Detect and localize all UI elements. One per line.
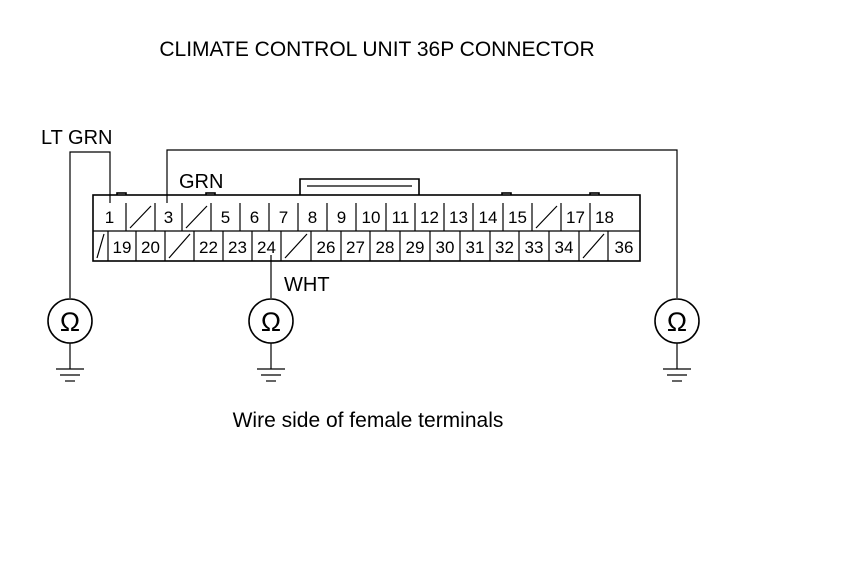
wire-lt-grn: [69, 151, 111, 298]
pin-label: 27: [346, 238, 365, 257]
pin-label: 32: [495, 238, 514, 257]
diagram-caption: Wire side of female terminals: [233, 409, 504, 432]
pin-label: 15: [508, 208, 527, 227]
pin-label: 28: [376, 238, 395, 257]
wire-grn: [166, 149, 678, 298]
pin-label: 5: [221, 208, 230, 227]
ohmmeter: Ω: [47, 298, 93, 382]
pin-label: 33: [525, 238, 544, 257]
pin-label: 7: [279, 208, 288, 227]
pin-label: 34: [555, 238, 574, 257]
pin-label: 19: [113, 238, 132, 257]
pin-label: 8: [308, 208, 317, 227]
pin-label: 23: [228, 238, 247, 257]
pin-label: 18: [595, 208, 614, 227]
empty-cavity-slash: [535, 205, 558, 229]
pin-label: 30: [436, 238, 455, 257]
pin-label: 26: [317, 238, 336, 257]
diagram-title: CLIMATE CONTROL UNIT 36P CONNECTOR: [159, 38, 594, 61]
pin-label: 6: [250, 208, 259, 227]
pin-label: 31: [466, 238, 485, 257]
pin-label: 29: [406, 238, 425, 257]
pin-label: 13: [449, 208, 468, 227]
empty-cavity-slash: [129, 205, 152, 229]
ohm-icon: Ω: [60, 307, 80, 337]
empty-cavity-slash: [582, 233, 605, 259]
empty-cavity-slash: [185, 205, 208, 229]
wire-label-grn: GRN: [179, 171, 223, 193]
ground-icon: [56, 368, 84, 382]
connector-row-2: 19 20 22 23 24 26 27 28 29 30 31 32 33 34 36: [96, 231, 634, 261]
pin-label: 14: [479, 208, 498, 227]
ground-icon: [663, 368, 691, 382]
ohmmeter: Ω: [654, 298, 700, 382]
pin-label: 22: [199, 238, 218, 257]
pin-label: 11: [392, 208, 410, 227]
empty-cavity-slash: [284, 233, 308, 259]
ohmmeter: Ω: [248, 298, 294, 382]
empty-cavity-slash: [168, 233, 191, 259]
pin-label: 36: [615, 238, 634, 257]
ohm-icon: Ω: [261, 307, 281, 337]
ohm-icon: Ω: [667, 307, 687, 337]
empty-cavity-slash: [96, 233, 105, 259]
pin-label: 10: [362, 208, 381, 227]
wire-label-wht: WHT: [284, 274, 330, 296]
ground-icon: [257, 368, 285, 382]
wire-label-lt-grn: LT GRN: [41, 127, 113, 149]
pin-label: 12: [420, 208, 439, 227]
pin-label: 20: [141, 238, 160, 257]
pin-label: 1: [105, 208, 114, 227]
pin-label: 24: [257, 238, 276, 257]
pin-label: 17: [566, 208, 585, 227]
pin-label: 9: [337, 208, 346, 227]
pin-label: 3: [164, 208, 173, 227]
